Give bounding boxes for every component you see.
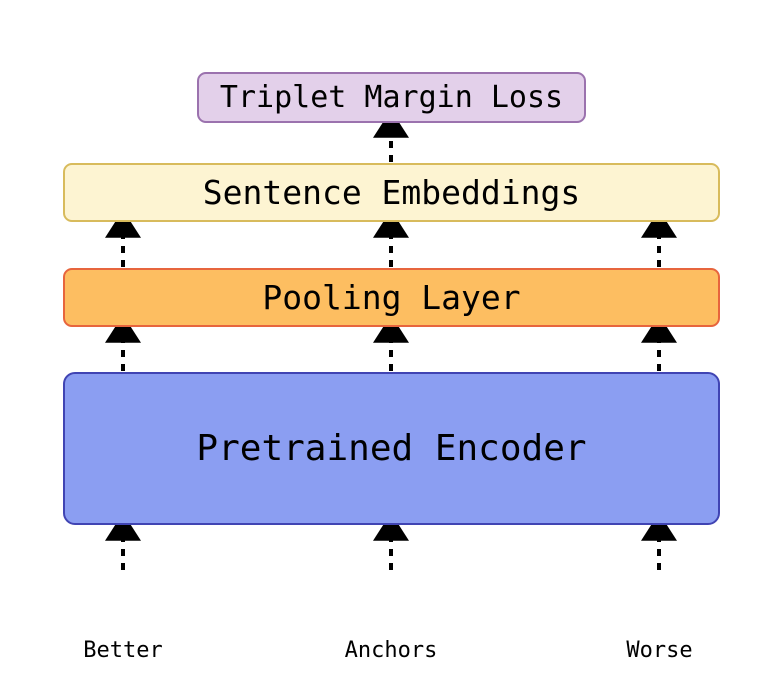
input-label-anchors: Anchors (source/reference) <box>246 573 536 699</box>
node-pooling-layer: Pooling Layer <box>63 268 720 327</box>
input-label-worse-hypothesis: Worse Hypothesis <box>536 573 783 699</box>
input-label-anchors-line1: Anchors <box>344 638 438 663</box>
input-label-worse-line1: Worse <box>626 638 693 663</box>
node-sentence-embeddings: Sentence Embeddings <box>63 163 720 222</box>
node-pretrained-encoder: Pretrained Encoder <box>63 372 720 525</box>
input-label-better-line1: Better <box>83 638 163 663</box>
input-label-better-hypothesis: Better Hypothesis <box>0 573 246 699</box>
node-triplet-margin-loss: Triplet Margin Loss <box>197 72 586 123</box>
